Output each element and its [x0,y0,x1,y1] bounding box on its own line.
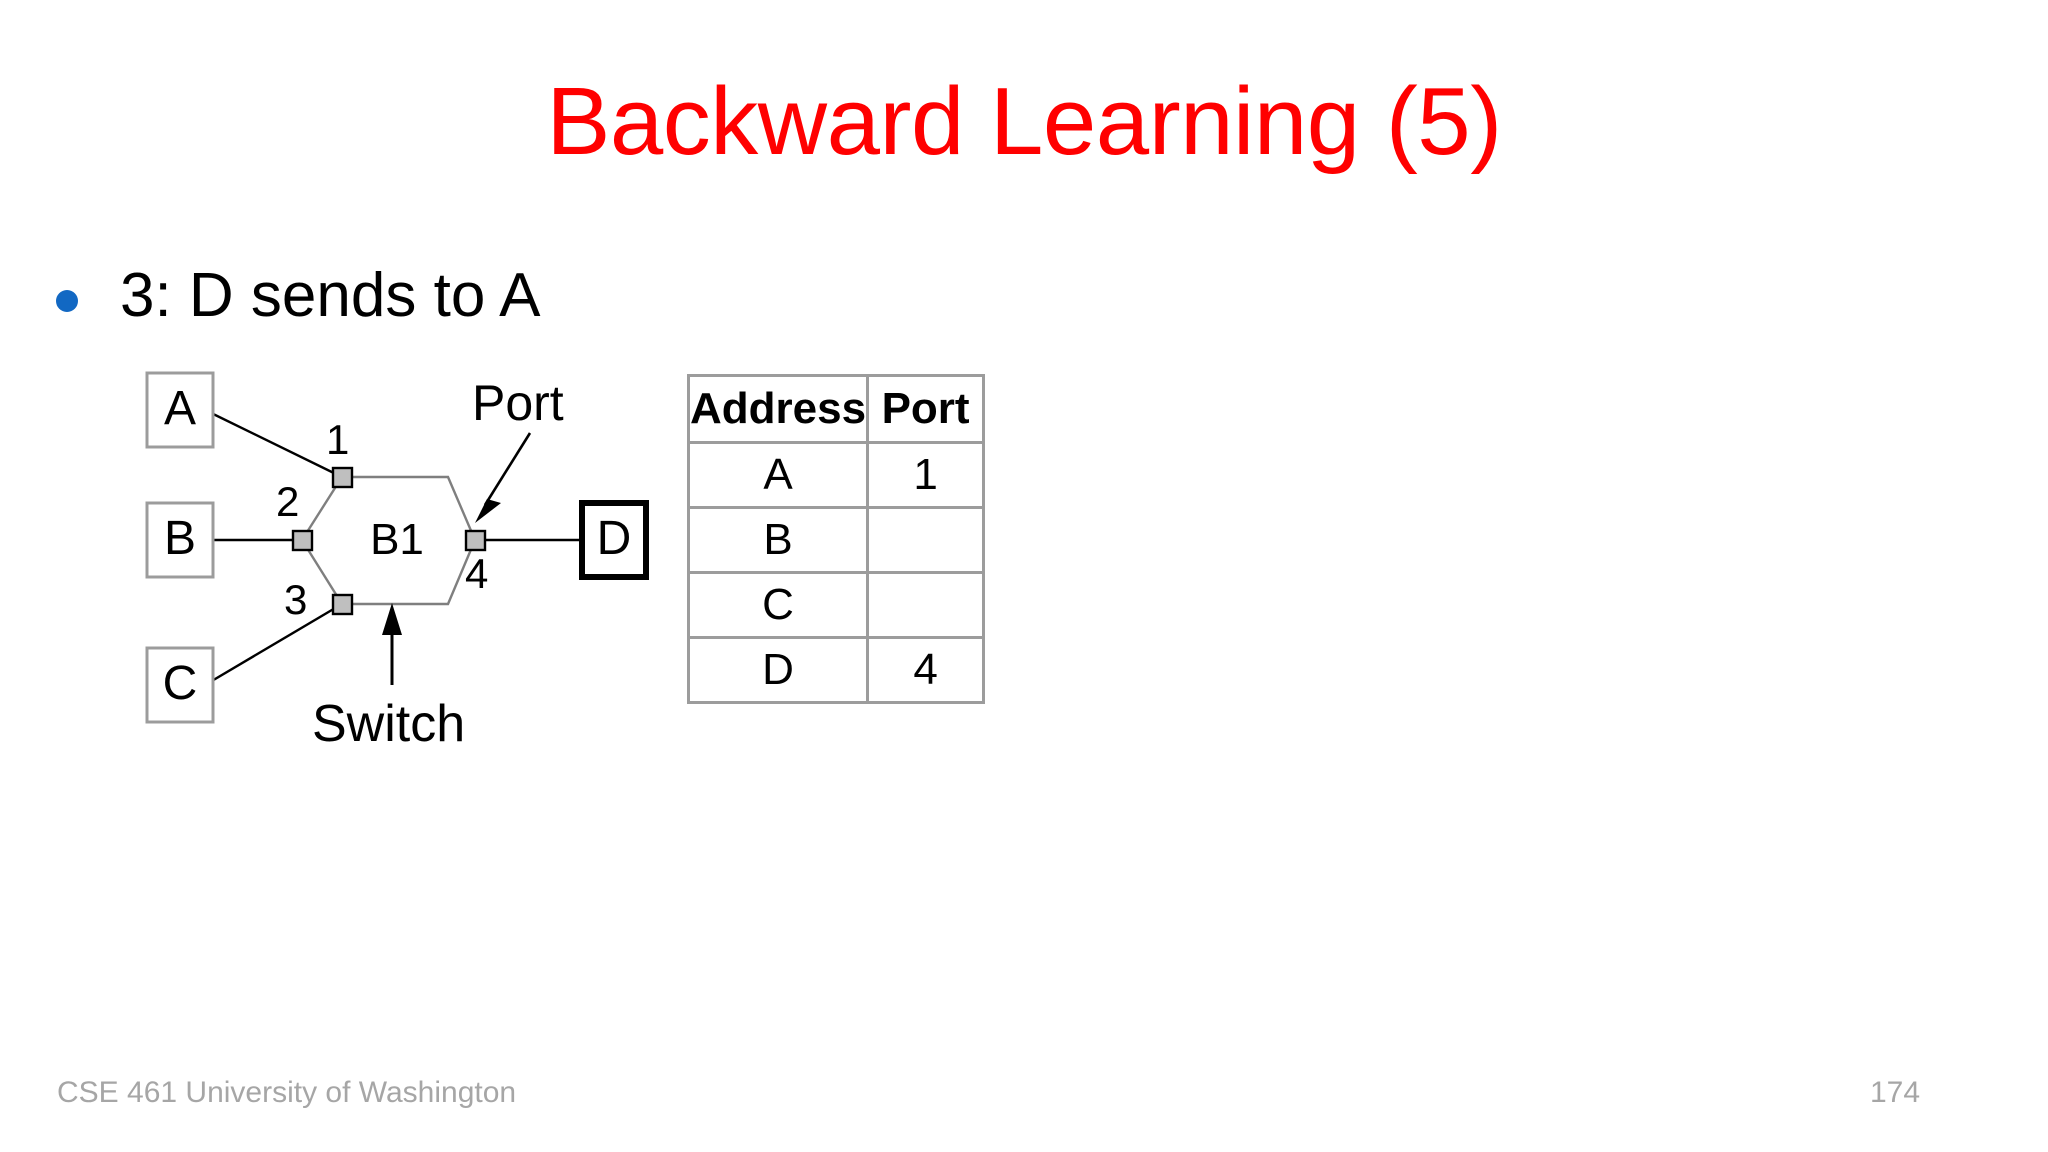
table-row: C [686,571,986,639]
host-label-a: A [163,382,196,435]
bullet-list: 3: D sends to A [56,261,541,330]
table-cell-address: C [686,571,870,639]
host-box-c [145,646,215,724]
network-diagram: A B C D B1 1 2 3 4 Port [130,355,690,785]
table-header-address: Address [686,374,870,444]
switch-port-2-square [291,529,314,552]
table-row: D 4 [686,636,986,704]
table-header-port: Port [866,374,986,444]
bullet-item-text: 3: D sends to A [120,261,541,330]
footer-course-label: CSE 461 University of Washington [57,1076,517,1109]
switch-port-label-1: 1 [326,416,350,463]
switch-port-1-square [331,466,354,489]
table-row: A 1 [686,441,986,509]
table-cell-port [866,506,986,574]
switch-caption-label: Switch [312,695,466,753]
table-cell-address: D [686,636,870,704]
bullet-marker-icon [56,290,78,312]
switch-port-label-3: 3 [284,576,308,623]
link-a-to-port1 [204,408,343,479]
table-header-row: Address Port [686,374,986,444]
table-cell-address: A [686,441,870,509]
switch-port-4-square [464,529,487,552]
page-title: Backward Learning (5) [546,68,1502,175]
host-box-a [145,371,215,449]
forwarding-table: Address Port A 1 B C D 4 [686,374,986,704]
host-label-c: C [162,657,198,710]
switch-port-label-4: 4 [465,550,489,597]
switch-port-label-2: 2 [276,478,300,525]
switch-caption-arrow-icon [382,603,402,685]
host-label-d: D [596,512,632,565]
host-box-d [579,500,649,580]
table-cell-port: 1 [866,441,986,509]
footer-page-number: 174 [1870,1076,1921,1109]
table-cell-port: 4 [866,636,986,704]
table-cell-address: B [686,506,870,574]
link-c-to-port3 [204,602,343,687]
port-callout-label: Port [472,375,564,431]
table-row: B [686,506,986,574]
switch-port-3-square [331,593,354,616]
host-label-b: B [163,512,196,565]
table-cell-port [866,571,986,639]
switch-label-b1: B1 [370,515,424,564]
host-box-b [145,501,215,579]
port-callout-arrow-icon [475,432,532,523]
